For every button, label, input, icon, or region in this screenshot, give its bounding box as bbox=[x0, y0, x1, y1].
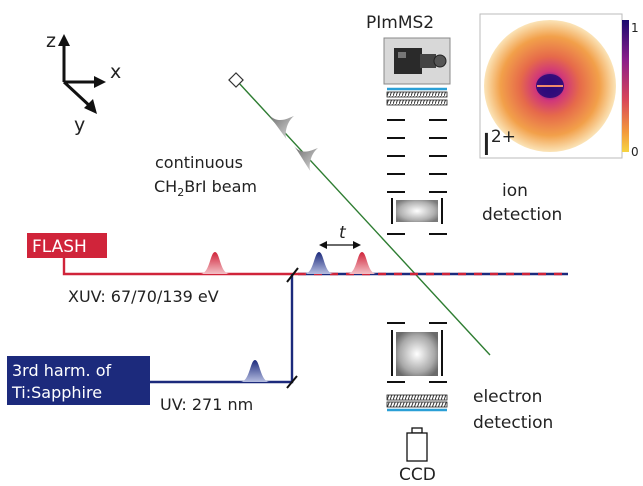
camera-icon bbox=[383, 37, 451, 85]
x-axis-label: x bbox=[110, 61, 121, 83]
camera-label: PImMS2 bbox=[366, 13, 434, 33]
flash-source: FLASH bbox=[27, 233, 107, 258]
ion-cloud bbox=[396, 200, 438, 222]
y-axis-arrow bbox=[62, 80, 94, 110]
uv-pulse-icon bbox=[240, 360, 270, 382]
beam-label-line1: continuous bbox=[155, 153, 243, 172]
z-axis-label: z bbox=[46, 30, 56, 52]
ion-species-label: I2+ bbox=[482, 127, 516, 163]
ion-detection-line2: detection bbox=[482, 205, 562, 225]
uv-source-line1: 3rd harm. of bbox=[12, 361, 112, 380]
delay-label: t bbox=[339, 223, 347, 243]
xuv-pulse-icon bbox=[200, 252, 230, 274]
colorbar bbox=[622, 20, 629, 152]
electron-detection-line2: detection bbox=[473, 413, 553, 433]
mcp-plate bbox=[386, 401, 448, 408]
ion-detection-line1: ion bbox=[502, 181, 528, 201]
molecular-beam bbox=[228, 72, 491, 356]
molecule-pulse-icon bbox=[268, 114, 294, 140]
electron-detection-line1: electron bbox=[473, 387, 542, 407]
ion-electrodes bbox=[387, 119, 447, 235]
mcp-plate bbox=[386, 394, 448, 401]
electron-detector bbox=[386, 322, 448, 412]
y-axis-label: y bbox=[74, 114, 85, 136]
ion-image-inset: I2+ 1 0 bbox=[479, 13, 639, 163]
ccd-label: CCD bbox=[399, 465, 436, 485]
molecule-pulse-icon bbox=[294, 146, 318, 172]
mirror-icon bbox=[286, 267, 299, 283]
electron-cloud bbox=[396, 332, 438, 376]
flash-label-box bbox=[27, 233, 107, 258]
electron-electrodes bbox=[387, 322, 447, 383]
colorbar-max-label: 1 bbox=[631, 21, 639, 35]
mcp-plate bbox=[386, 99, 448, 106]
uv-source-box bbox=[7, 356, 150, 405]
flash-label: FLASH bbox=[32, 237, 87, 257]
uv-source-line2: Ti:Sapphire bbox=[11, 383, 102, 402]
mirror-icon bbox=[286, 375, 298, 389]
mcp-plate bbox=[386, 91, 448, 98]
xuv-beam-label: XUV: 67/70/139 eV bbox=[68, 287, 219, 306]
ion-detector bbox=[386, 87, 448, 235]
coordinate-axes: z x y bbox=[46, 30, 121, 136]
colorbar-min-label: 0 bbox=[631, 145, 639, 159]
nozzle-icon bbox=[228, 72, 244, 88]
ccd-camera-icon bbox=[406, 427, 428, 462]
xuv-beam-path bbox=[62, 256, 298, 276]
xuv-pulse-icon bbox=[347, 252, 377, 274]
uv-pulse-icon bbox=[304, 252, 334, 274]
uv-source: 3rd harm. of Ti:Sapphire bbox=[7, 356, 150, 405]
laser-beams: t bbox=[62, 223, 568, 389]
beam-label-line2: CH2BrI beam bbox=[154, 177, 257, 199]
uv-beam-label: UV: 271 nm bbox=[160, 395, 253, 414]
